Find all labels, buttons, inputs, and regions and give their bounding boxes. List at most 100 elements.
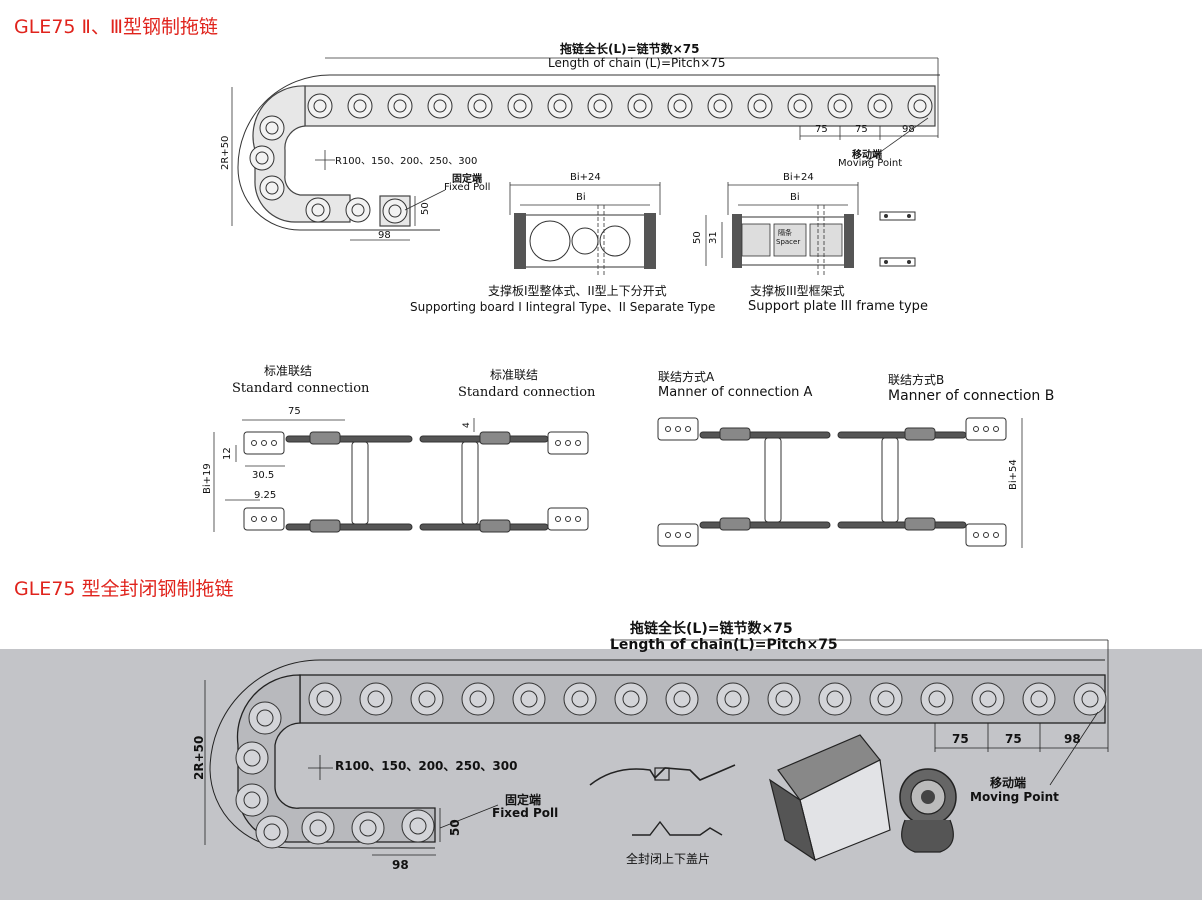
top-end-len: 98 (902, 124, 915, 135)
connection-part (479, 431, 511, 445)
connection-part (965, 523, 1007, 547)
connection-part (719, 427, 751, 441)
top-length-cn: 拖链全长(L)=链节数×75 (560, 42, 700, 56)
top-radius-note: R100、150、200、250、300 (335, 156, 478, 167)
chain-roller (467, 93, 493, 119)
chain-roller-hub (553, 99, 567, 113)
bottom-cover-caption: 全封闭上下盖片 (626, 852, 711, 866)
connection-part (243, 507, 285, 531)
chain-roller-hub (311, 203, 325, 217)
chain-roller-hub (833, 99, 847, 113)
connection-bolt-hole (565, 516, 571, 522)
chain-roller-hub (313, 99, 327, 113)
conn-dim-4: 4 (462, 422, 472, 428)
top-length-en: Length of chain (L)=Pitch×75 (548, 56, 726, 70)
bottom-length-en: Length of chain(L)=Pitch×75 (610, 637, 838, 653)
conn-dim-9-25: 9.25 (254, 490, 277, 501)
chain-roller (747, 93, 773, 119)
chain-roller (707, 93, 733, 119)
connection-part (461, 441, 479, 525)
connection-part (699, 431, 831, 439)
chain-roller-hub (913, 99, 927, 113)
conn-dim-12: 12 (222, 447, 233, 460)
connection-bolt-hole (983, 426, 989, 432)
connection-bolt-hole (271, 440, 277, 446)
plate2-spacer-en: Spacer (776, 238, 801, 246)
conn-b-en: Manner of connection B (888, 388, 1055, 404)
chain-roller (307, 93, 333, 119)
chain-roller (382, 198, 408, 224)
chain-roller-hub (388, 204, 402, 218)
connection-bolt-hole (271, 516, 277, 522)
chain-roller (249, 145, 275, 171)
chain-roller-hub (353, 99, 367, 113)
chain-roller (345, 197, 371, 223)
conn-a-cn: 联结方式A (658, 370, 715, 384)
connection-part (285, 435, 413, 443)
chain-roller (587, 93, 613, 119)
top-fixed-len: 98 (378, 230, 391, 241)
top-height-dim: 2R+50 (220, 135, 231, 170)
connection-part (719, 517, 751, 531)
connection-part (285, 523, 413, 531)
bottom-fixed-cn: 固定端 (505, 793, 542, 807)
connection-part (764, 437, 782, 523)
chain-roller (827, 93, 853, 119)
chain-roller (867, 93, 893, 119)
bottom-moving-cn: 移动端 (990, 776, 1027, 790)
top-pitch-a: 75 (815, 124, 828, 135)
connection-part (965, 417, 1007, 441)
connection-part (479, 519, 511, 533)
connection-bolt-hole (675, 426, 681, 432)
connection-bolt-hole (251, 440, 257, 446)
connection-part (547, 507, 589, 531)
chain-roller (305, 197, 331, 223)
connection-part (243, 431, 285, 455)
connection-part (837, 431, 967, 439)
chain-roller-hub (713, 99, 727, 113)
plate2-inner-width: Bi (790, 192, 800, 203)
bottom-length-cn: 拖链全长(L)=链节数×75 (630, 621, 793, 637)
connection-bolt-hole (973, 426, 979, 432)
connection-part (881, 437, 899, 523)
plate1-inner-width: Bi (576, 192, 586, 203)
connection-part (309, 431, 341, 445)
conn-b-cn: 联结方式B (888, 373, 945, 387)
bottom-height-dim: 2R+50 (192, 735, 206, 780)
chain-roller (347, 93, 373, 119)
chain-roller-hub (393, 99, 407, 113)
top-pitch-b: 75 (855, 124, 868, 135)
conn-std1-en: Standard connection (232, 381, 370, 396)
bottom-pitch-a: 75 (952, 732, 969, 746)
connection-part (309, 519, 341, 533)
bottom-fixed-en: Fixed Poll (492, 806, 559, 820)
conn-dim-bi54: Bi+54 (1008, 459, 1019, 490)
connection-part (904, 427, 936, 441)
connection-bolt-hole (555, 516, 561, 522)
connection-part (419, 523, 549, 531)
chain-roller-hub (265, 181, 279, 195)
chain-roller (667, 93, 693, 119)
plate2-height-inner: 31 (708, 231, 719, 244)
conn-std2-cn: 标准联结 (490, 368, 539, 382)
top-fixed-en: Fixed Poll (444, 182, 491, 193)
section2-title: GLE75 型全封闭钢制拖链 (14, 578, 234, 600)
connection-bolt-hole (261, 516, 267, 522)
bottom-pitch-b: 75 (1005, 732, 1022, 746)
chain-roller-hub (255, 151, 269, 165)
top-fixed-cn: 固定端 (452, 174, 482, 185)
connection-bolt-hole (565, 440, 571, 446)
bottom-fixed-height: 50 (448, 819, 462, 836)
connection-part (547, 431, 589, 455)
chain-roller-hub (433, 99, 447, 113)
connection-bolt-hole (575, 516, 581, 522)
conn-std1-cn: 标准联结 (264, 364, 313, 378)
connection-part (657, 417, 699, 441)
chain-roller-hub (673, 99, 687, 113)
connection-bolt-hole (973, 532, 979, 538)
connection-part (351, 441, 369, 525)
plate2-spacer-cn: 隔条 (778, 229, 792, 237)
top-fixed-height: 50 (420, 202, 431, 215)
connection-bolt-hole (555, 440, 561, 446)
plate2-outer-width: Bi+24 (783, 172, 814, 183)
